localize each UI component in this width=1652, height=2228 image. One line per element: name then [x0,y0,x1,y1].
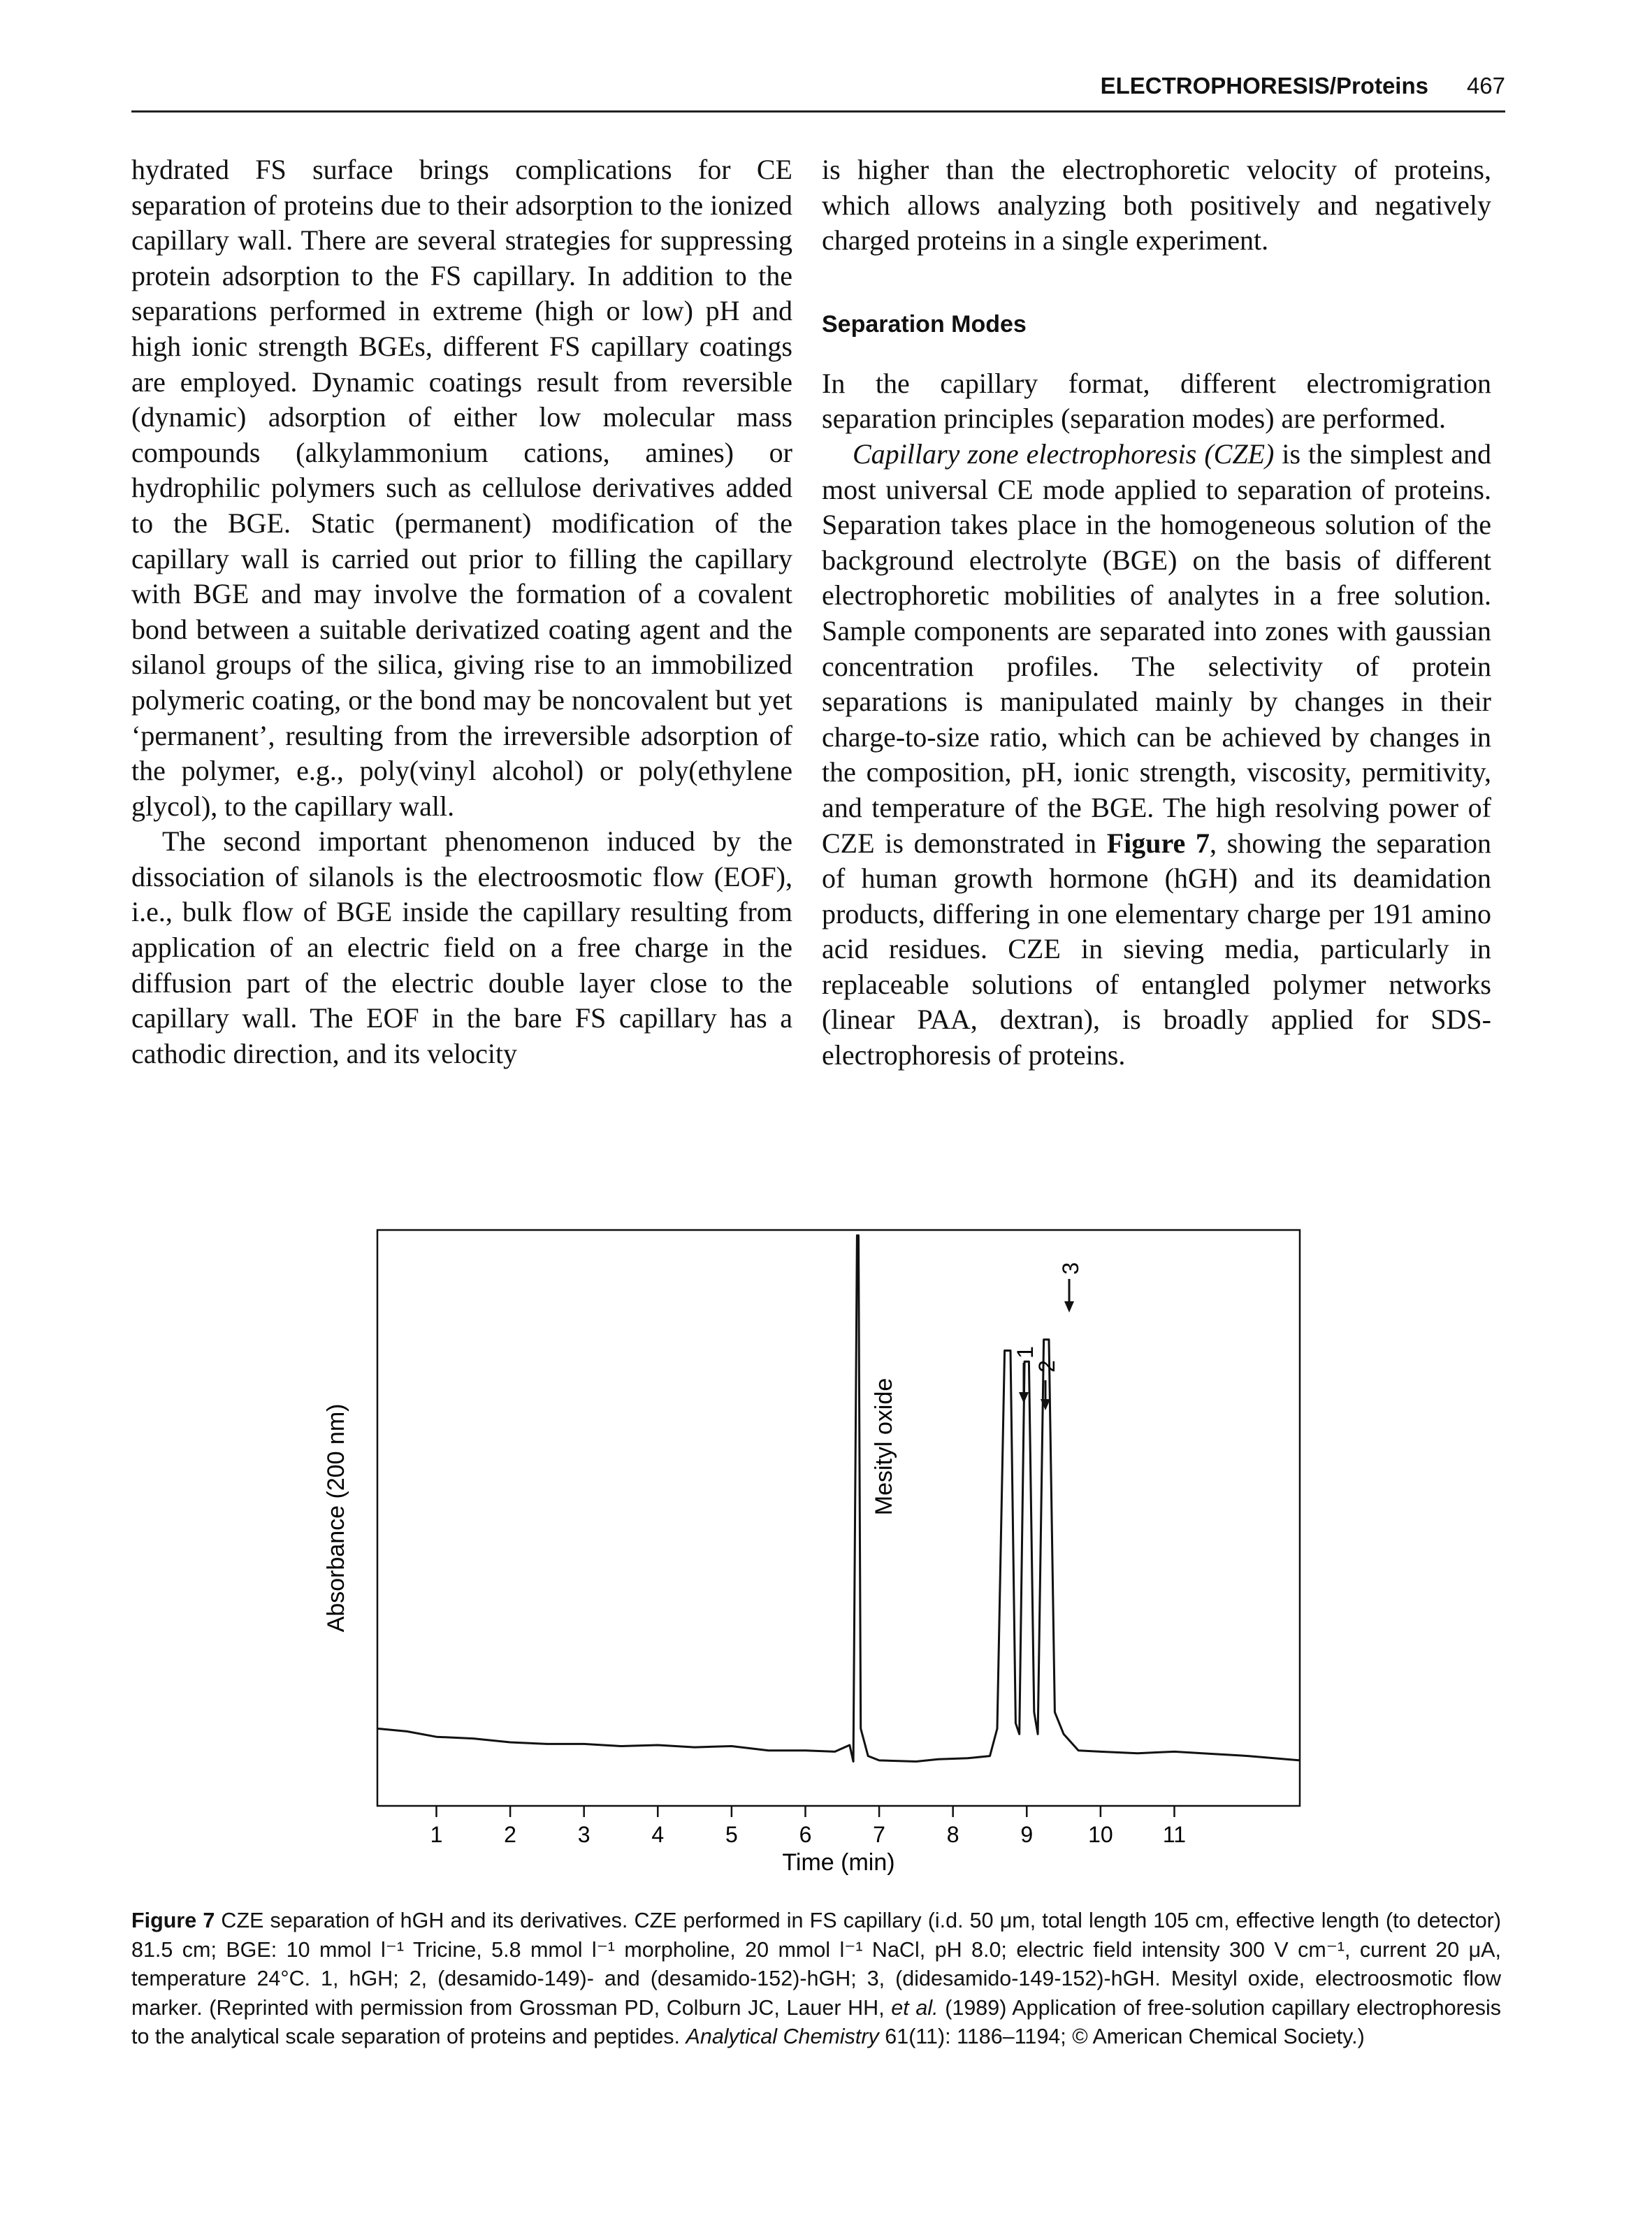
peak-3-label: 3 [1058,1262,1083,1275]
right-paragraph-1: is higher than the electrophoretic veloc… [822,154,1491,256]
figure-reference: Figure 7 [1106,827,1210,859]
x-axis-ticks: 1 2 3 4 5 6 7 8 9 10 11 [430,1806,1186,1847]
x-tick-label: 5 [725,1822,738,1847]
left-column: hydrated FS surface brings complications… [131,152,792,1071]
caption-etal: et al. [891,1995,939,2020]
plot-frame [376,1229,1301,1807]
cze-term: Capillary zone electrophoresis (CZE) [853,437,1275,470]
x-tick-label: 9 [1020,1822,1033,1847]
y-axis-label: Absorbance (200 nm) [323,1404,349,1633]
peak-2-label: 2 [1034,1360,1059,1373]
running-header: ELECTROPHORESIS/Proteins 467 [131,70,1505,113]
p3-text-a: is the simplest and most universal CE mo… [822,437,1492,859]
caption-text-2: (1989) Application of free-solution capi… [131,1995,1501,2049]
x-tick-label: 1 [430,1822,443,1847]
mesityl-oxide-label: Mesityl oxide [871,1378,897,1516]
peak-2-marker: 2 [1034,1360,1059,1410]
peak-1-label: 1 [1013,1346,1038,1359]
x-tick-label: 3 [578,1822,590,1847]
peak-1-marker: 1 [1013,1346,1038,1403]
x-axis-label: Time (min) [782,1849,894,1876]
x-tick-label: 8 [947,1822,959,1847]
peak-3-marker: 3 [1058,1262,1083,1312]
x-tick-label: 10 [1088,1822,1113,1847]
left-paragraph-1: hydrated FS surface brings complications… [131,154,792,822]
caption-text-1: CZE separation of hGH and its derivative… [131,1909,1501,2020]
page-number: 467 [1466,73,1505,99]
caption-journal: Analytical Chemistry [686,2025,879,2048]
section-heading: Separation Modes [822,310,1027,338]
x-tick-label: 11 [1163,1822,1186,1847]
right-paragraph-2: In the capillary format, different elect… [822,367,1491,435]
figure-caption: Figure 7 CZE separation of hGH and its d… [131,1907,1501,2052]
x-tick-label: 6 [799,1822,812,1847]
x-tick-label: 2 [504,1822,516,1847]
running-title: ELECTROPHORESIS/Proteins [1100,73,1428,99]
x-tick-label: 7 [873,1822,885,1847]
trace-layer [377,1234,1300,1763]
right-column: is higher than the electrophoretic veloc… [822,152,1491,1073]
absorbance-trace [377,1234,1300,1763]
p3-text-b: , showing the separation of human growth… [822,827,1492,1071]
caption-label: Figure 7 [131,1909,215,1932]
right-paragraph-3: Capillary zone electrophoresis (CZE) is … [822,437,1491,1073]
caption-text-3: 61(11): 1186–1194; © American Chemical S… [878,2025,1365,2048]
left-paragraph-2: The second important phenomenon induced … [131,825,792,1069]
x-tick-label: 4 [651,1822,664,1847]
